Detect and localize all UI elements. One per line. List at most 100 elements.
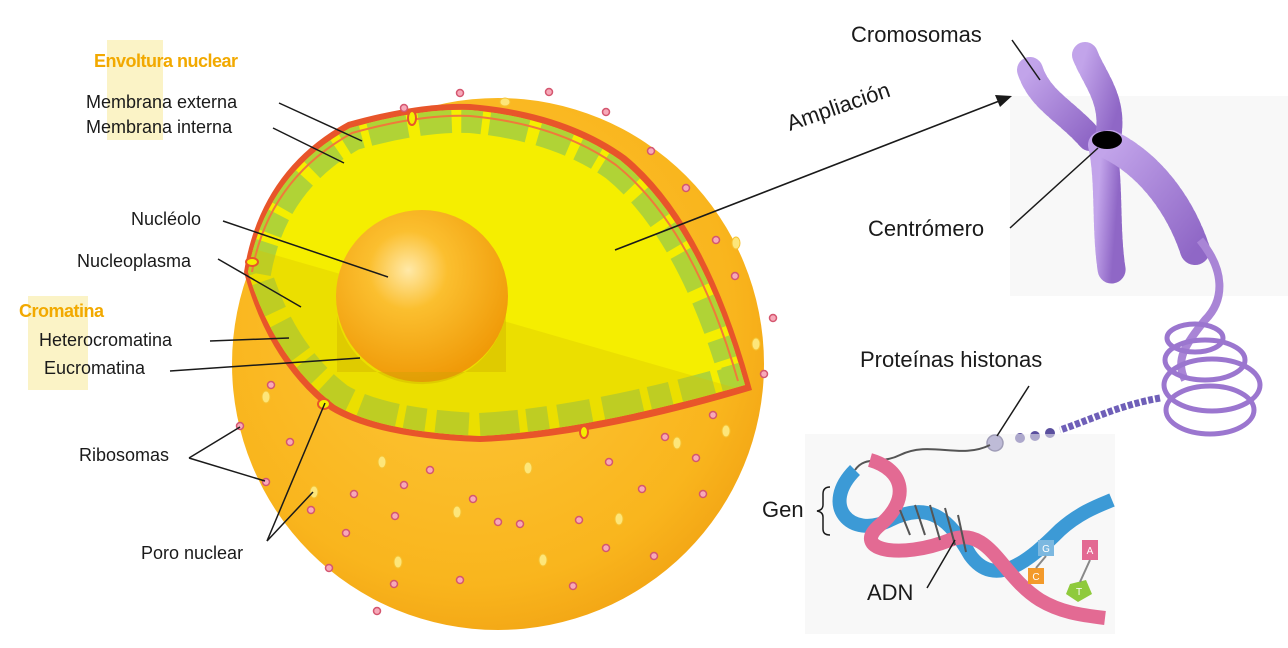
- base-pair-rung: [929, 504, 941, 541]
- ribosome: [389, 579, 399, 589]
- coil-loop: [1162, 337, 1248, 383]
- ribosome: [399, 480, 409, 490]
- ribosome: [324, 563, 334, 573]
- base-t-letter: T: [1076, 587, 1082, 598]
- base-a-badge: [1082, 540, 1098, 560]
- leader-poro-2: [266, 491, 314, 542]
- ribosome: [730, 271, 740, 281]
- surface-granules: [261, 97, 761, 569]
- cromatina-highlight: [28, 296, 88, 390]
- ampliacion-arrow-shaft: [614, 97, 1008, 251]
- base-pairs: [899, 504, 967, 553]
- leader-centromero: [1009, 147, 1099, 229]
- chromatid-left-upper: [1017, 57, 1103, 151]
- leader-poro-1: [266, 402, 326, 542]
- base-c-badge: [1028, 568, 1044, 584]
- granule: [452, 505, 462, 519]
- label-ribosomas: Ribosomas: [79, 445, 170, 465]
- leader-membrana-interna: [272, 127, 345, 164]
- ribosome: [660, 432, 670, 442]
- granule: [614, 512, 624, 526]
- nuclear-pore: [579, 425, 589, 439]
- dna-strand-blue: [832, 465, 1115, 578]
- dna-helix: C G A T: [805, 434, 1115, 634]
- inner-membrane: [251, 114, 739, 382]
- gen-bracket: [816, 486, 831, 536]
- label-cromosomas: Cromosomas: [851, 22, 982, 47]
- ribosome: [425, 465, 435, 475]
- chromatid-left-lower: [1088, 131, 1126, 286]
- label-proteinas-histonas: Proteínas histonas: [860, 347, 1043, 372]
- label-centromero: Centrómero: [868, 216, 985, 241]
- base-a-letter: A: [1087, 546, 1094, 557]
- leader-ribosomas-2: [188, 457, 266, 482]
- nucleosome-fiber: [1058, 394, 1161, 434]
- leader-cromosomas: [1011, 39, 1041, 81]
- ribosome: [390, 511, 400, 521]
- nucleolus: [336, 210, 508, 382]
- heterochromatin: [248, 109, 745, 437]
- ribosome: [768, 313, 778, 323]
- coil-loop: [1163, 383, 1257, 437]
- ribosome: [349, 489, 359, 499]
- ribosome: [759, 369, 769, 379]
- label-cromatina: Cromatina: [19, 301, 104, 321]
- granule: [721, 424, 731, 438]
- ribosome: [604, 457, 614, 467]
- granule: [499, 97, 511, 107]
- leader-nucleoplasma: [217, 258, 302, 308]
- ribosome: [691, 453, 701, 463]
- coil-loop: [1161, 356, 1263, 414]
- ribosomes: [235, 87, 778, 616]
- nucleotides: C G A T: [1028, 540, 1098, 602]
- granule: [672, 436, 682, 450]
- ribosome: [568, 581, 578, 591]
- granule: [538, 553, 548, 567]
- base-stem: [1079, 559, 1091, 583]
- chromatid-right-upper: [1072, 42, 1123, 151]
- leader-lines: [169, 39, 1099, 589]
- ribosome: [493, 517, 503, 527]
- base-stem: [1035, 555, 1047, 569]
- ribosome: [372, 606, 382, 616]
- label-heterocromatina: Heterocromatina: [39, 330, 173, 350]
- ribosome: [399, 103, 409, 113]
- granule: [309, 485, 319, 499]
- ribosome: [698, 489, 708, 499]
- ribosome: [601, 543, 611, 553]
- ribosome: [574, 515, 584, 525]
- chromatin-fiber: [1177, 237, 1224, 382]
- ribosome: [544, 87, 554, 97]
- nucleus: [232, 87, 778, 630]
- label-membrana-interna: Membrana interna: [86, 117, 233, 137]
- nuclear-pores: [245, 110, 589, 439]
- dna-thin-strand: [854, 444, 991, 471]
- label-poro-nuclear: Poro nuclear: [141, 543, 244, 563]
- ribosome: [306, 505, 316, 515]
- ribosome: [266, 380, 276, 390]
- granule: [751, 337, 761, 351]
- ribosome: [649, 551, 659, 561]
- ribosome: [515, 519, 525, 529]
- ribosome: [646, 146, 656, 156]
- base-pair-rung: [957, 514, 967, 553]
- ribosome: [711, 235, 721, 245]
- ampliacion-arrow: [614, 95, 1012, 251]
- granule: [731, 236, 741, 250]
- leader-eucromatina: [169, 357, 361, 372]
- envoltura-highlight: [107, 40, 163, 140]
- ribosome: [468, 494, 478, 504]
- solenoid-coil: [1161, 321, 1263, 437]
- chromatid-right-lower: [1095, 130, 1210, 265]
- ribosome: [455, 575, 465, 585]
- label-gen: Gen: [762, 497, 804, 522]
- label-adn: ADN: [867, 580, 914, 605]
- granule: [377, 455, 387, 469]
- ribosome: [261, 477, 271, 487]
- base-pair-rung: [899, 509, 911, 536]
- ribosome: [681, 183, 691, 193]
- base-pair-rung: [914, 504, 926, 536]
- nuclear-pore: [407, 110, 417, 126]
- ribosome: [455, 88, 465, 98]
